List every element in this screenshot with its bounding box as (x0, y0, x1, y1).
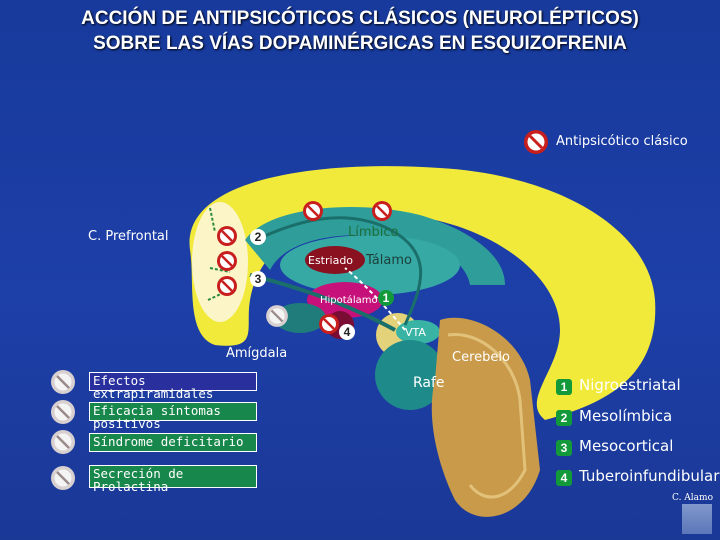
legend-label: Antipsicótico clásico (556, 134, 688, 149)
no-entry-icon (266, 305, 288, 327)
pathway-arrow-mesolimbic (259, 216, 423, 326)
label-rafe: Rafe (413, 375, 445, 391)
no-entry-icon (303, 201, 323, 221)
effect-box-4: Secreción de Prolactina (89, 465, 257, 493)
label-prefrontal: C. Prefrontal (88, 229, 169, 244)
pathway-name-4: Tuberoinfundibular (579, 467, 720, 485)
effect-label: Secreción de Prolactina (93, 466, 184, 494)
effect-label: Efectos extrapiramidales (93, 373, 214, 401)
no-entry-icon (524, 130, 548, 154)
no-entry-icon (51, 400, 75, 424)
pathway-number-3: 3 (556, 440, 572, 456)
hypothalamus-area (307, 282, 383, 318)
effect-label: Eficacia síntomas positivos (93, 403, 221, 431)
pathway-number-4: 4 (556, 470, 572, 486)
raphe-stem (431, 317, 540, 517)
no-entry-icon (217, 276, 237, 296)
diagram-badge-3: 3 (250, 271, 266, 287)
author-logo (682, 504, 712, 534)
effect-box-1: Efectos extrapiramidales (89, 372, 257, 400)
title-line-2: SOBRE LAS VÍAS DOPAMINÉRGICAS EN ESQUIZO… (93, 33, 627, 54)
no-entry-icon (372, 201, 392, 221)
diagram-badge-1: 1 (378, 290, 394, 306)
no-entry-icon (51, 370, 75, 394)
amygdala-area (274, 303, 326, 333)
diagram-badge-2: 2 (250, 229, 266, 245)
label-estriado: Estriado (308, 254, 353, 267)
author-credit: C. Alamo (672, 493, 713, 503)
no-entry-icon (51, 430, 75, 454)
cortex-shape (189, 166, 656, 420)
label-cerebelo: Cerebelo (452, 350, 510, 365)
pathway-name-1: Nigroestriatal (579, 376, 681, 394)
label-amigdala: Amígdala (226, 346, 287, 361)
label-vta: VTA (405, 326, 426, 339)
title-line-1: ACCIÓN DE ANTIPSICÓTICOS CLÁSICOS (NEURO… (81, 8, 639, 29)
limbic-arc (245, 207, 505, 285)
vta-area (396, 320, 440, 344)
brain-diagram: Límbico Estriado Tálamo Hipotálamo VTA C… (189, 166, 656, 517)
no-entry-icon (217, 251, 237, 271)
no-entry-icon (51, 466, 75, 490)
pathway-arrow-nigrostriatal (344, 267, 406, 331)
effect-label: Síndrome deficitario (93, 434, 244, 449)
label-limbico: Límbico (348, 225, 399, 240)
effect-box-2: Eficacia síntomas positivos (89, 402, 257, 430)
pathway-number-1: 1 (556, 379, 572, 395)
diagram-badge-4: 4 (339, 324, 355, 340)
pathway-name-3: Mesocortical (579, 437, 674, 455)
cerebellum-shape (375, 340, 445, 410)
striatum-area (305, 246, 365, 274)
slide-title: ACCIÓN DE ANTIPSICÓTICOS CLÁSICOS (NEURO… (0, 6, 720, 56)
label-hipotalamo: Hipotálamo (320, 294, 378, 306)
no-entry-icon (319, 314, 339, 334)
label-talamo: Tálamo (365, 253, 412, 268)
pathway-name-2: Mesolímbica (579, 407, 673, 425)
no-entry-icon (217, 226, 237, 246)
pathway-number-2: 2 (556, 410, 572, 426)
effect-box-3: Síndrome deficitario (89, 433, 257, 452)
